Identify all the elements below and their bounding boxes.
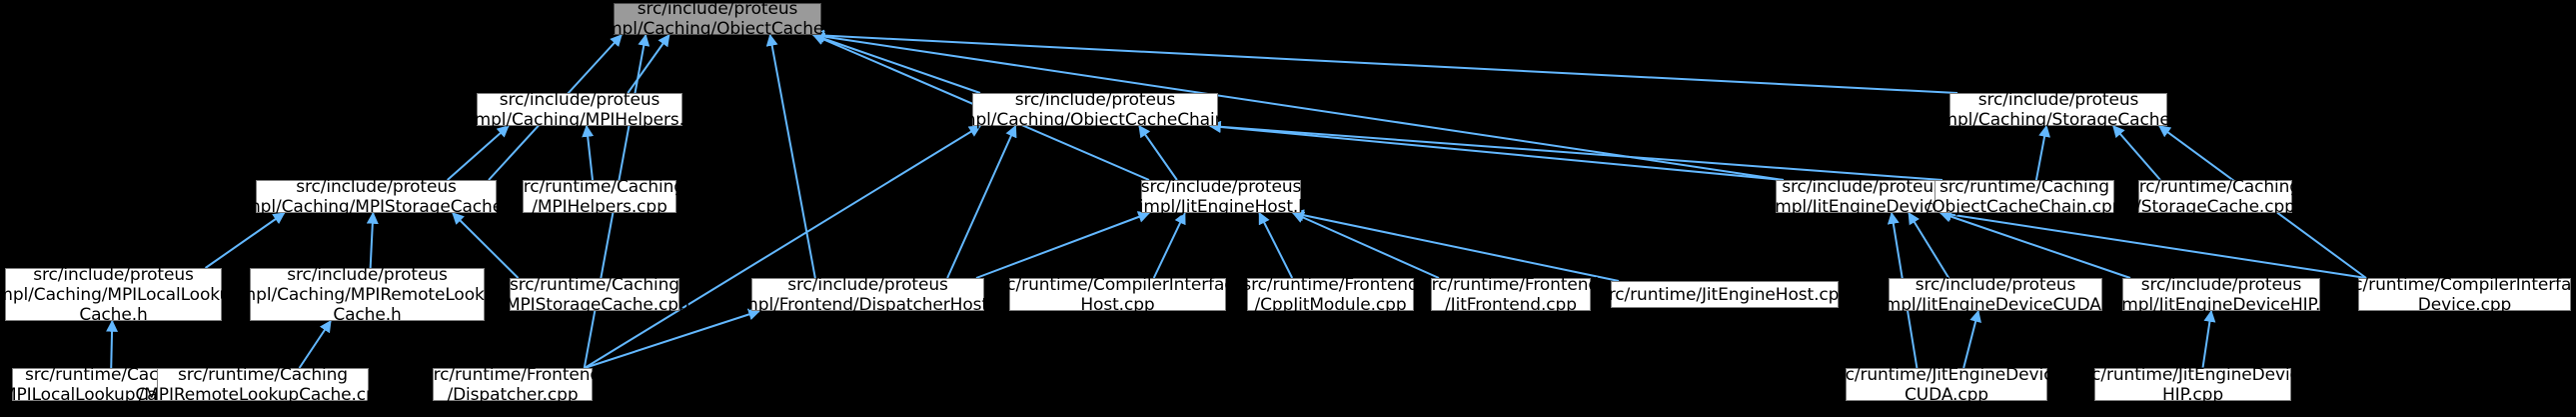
graph-node-storagecache_h[interactable]: src/include/proteus /impl/Caching/Storag… bbox=[1931, 89, 2186, 130]
graph-edge-storagecache_h-to-objectcache_h bbox=[811, 29, 1958, 94]
graph-node-objectcachechain_h[interactable]: src/include/proteus /impl/Caching/Object… bbox=[948, 89, 1242, 130]
graph-node-mpistoragecache_h[interactable]: src/include/proteus /impl/Caching/MPISto… bbox=[233, 176, 520, 217]
graph-edge-mpihelpers_cpp-to-mpihelpers_h bbox=[582, 124, 595, 181]
graph-edge-objectcachechain_h-to-objectcache_h bbox=[811, 32, 981, 94]
graph-edge-mpiremotelookupcache_h-to-mpistoragecache_h bbox=[366, 211, 379, 269]
graph-node-jitenginedevicecuda_h[interactable]: src/include/proteus /impl/JitEngineDevic… bbox=[1874, 274, 2117, 315]
graph-node-compilerinterfacedevice_cpp[interactable]: src/runtime/CompilerInterface Device.cpp bbox=[2338, 274, 2576, 315]
graph-node-storagecache_cpp[interactable]: src/runtime/Caching /StorageCache.cpp bbox=[2129, 176, 2301, 217]
graph-node-mpihelpers_cpp[interactable]: src/runtime/Caching /MPIHelpers.cpp bbox=[514, 176, 685, 217]
graph-edge-dispatcher_cpp-to-objectcachechain_h bbox=[584, 125, 982, 369]
graph-edge-jitenginedevicehip_cpp-to-jitenginedevicehip_h bbox=[2201, 309, 2216, 369]
graph-node-objectcachechain_cpp[interactable]: src/runtime/Caching /ObjectCacheChain.cp… bbox=[1926, 176, 2123, 217]
graph-node-jitenginehost_h[interactable]: src/include/proteus /impl/JitEngineHost.… bbox=[1133, 176, 1309, 217]
graph-edge-dispatcher_cpp-to-dispatcherhost_h bbox=[584, 308, 761, 369]
graph-edge-jitenginehost_h-to-objectcachechain_h bbox=[1138, 125, 1178, 181]
graph-edge-mpistoragecache_h-to-mpihelpers_h bbox=[447, 125, 510, 181]
graph-edge-mpilocallookupcache_cpp-to-mpilocallookupcache_h bbox=[106, 319, 119, 369]
graph-edge-mpilocallookupcache_h-to-mpistoragecache_h bbox=[204, 212, 286, 269]
graph-node-mpihelpers_h[interactable]: src/include/proteus /impl/Caching/MPIHel… bbox=[464, 89, 695, 130]
graph-edge-mpistoragecache_cpp-to-mpistoragecache_h bbox=[452, 212, 520, 279]
graph-node-objectcache_h[interactable]: src/include/proteus /impl/Caching/Object… bbox=[595, 0, 840, 39]
graph-node-jitfrontend_cpp[interactable]: src/runtime/Frontend /JitFrontend.cpp bbox=[1422, 274, 1600, 315]
graph-edge-dispatcherhost_h-to-jitenginehost_h bbox=[975, 211, 1151, 279]
graph-node-dispatcherhost_h[interactable]: src/include/proteus /impl/Frontend/Dispa… bbox=[731, 274, 1004, 315]
graph-edge-compilerinterfacehost_cpp-to-jitenginehost_h bbox=[1152, 211, 1186, 279]
graph-edge-jitenginedevicecuda_h-to-jitenginedevice_h bbox=[1908, 211, 1950, 279]
graph-edge-jitenginedevicecuda_cpp-to-jitenginedevicecuda_h bbox=[1962, 309, 1981, 369]
graph-node-mpiremotelookupcache_h[interactable]: src/include/proteus /impl/Caching/MPIRem… bbox=[229, 264, 506, 325]
graph-node-mpilocallookupcache_h[interactable]: src/include/proteus /impl/Caching/MPILoc… bbox=[0, 264, 241, 325]
graph-node-jitenginedevicecuda_cpp[interactable]: src/runtime/JitEngineDevice CUDA.cpp bbox=[1830, 364, 2063, 405]
graph-edge-objectcachechain_cpp-to-objectcachechain_h bbox=[1208, 120, 1943, 181]
graph-node-jitenginedevicehip_h[interactable]: src/include/proteus /impl/JitEngineDevic… bbox=[2110, 274, 2332, 315]
graph-edge-jitfrontend_cpp-to-jitenginehost_h bbox=[1291, 211, 1440, 279]
graph-edge-storagecache_cpp-to-storagecache_h bbox=[2112, 125, 2161, 181]
graph-edge-objectcachechain_cpp-to-storagecache_h bbox=[2034, 124, 2050, 181]
graph-node-compilerinterfacehost_cpp[interactable]: src/runtime/CompilerInterface Host.cpp bbox=[991, 274, 1244, 315]
graph-node-cppjitmodule_cpp[interactable]: src/runtime/Frontend /CppJitModule.cpp bbox=[1242, 274, 1419, 315]
graph-node-mpistoragecache_cpp[interactable]: src/runtime/Caching /MPIStorageCache.cpp bbox=[500, 274, 689, 315]
graph-edge-mpiremotelookupcache_cpp-to-mpiremotelookupcache_h bbox=[298, 320, 332, 369]
graph-edge-jitenginehost_cpp-to-jitenginehost_h bbox=[1291, 209, 1620, 282]
graph-node-jitenginehost_cpp[interactable]: src/runtime/JitEngineHost.cpp bbox=[1600, 281, 1850, 308]
graph-edge-jitenginedevice_h-to-objectcachechain_h bbox=[1208, 121, 1785, 181]
graph-node-mpiremotelookupcache_cpp[interactable]: src/runtime/Caching /MPIRemoteLookupCach… bbox=[138, 364, 388, 405]
graph-edge-jitenginedevicehip_h-to-jitenginedevice_h bbox=[1938, 210, 2131, 279]
graph-edge-dispatcherhost_h-to-objectcachechain_h bbox=[946, 124, 1017, 279]
graph-edge-mpihelpers_h-to-objectcache_h bbox=[627, 34, 670, 94]
graph-edge-dispatcherhost_h-to-objectcache_h bbox=[765, 33, 816, 279]
graph-node-jitenginedevice_h[interactable]: src/include/proteus /impl/JitEngineDevic… bbox=[1765, 176, 1959, 217]
graph-node-dispatcher_cpp[interactable]: src/runtime/Frontend /Dispatcher.cpp bbox=[424, 364, 602, 405]
graph-edge-cppjitmodule_cpp-to-jitenginehost_h bbox=[1258, 211, 1294, 279]
graph-edge-compilerinterfacedevice_cpp-to-jitenginedevice_h bbox=[1938, 208, 2367, 279]
graph-node-jitenginedevicehip_cpp[interactable]: src/runtime/JitEngineDevice HIP.cpp bbox=[2075, 364, 2310, 405]
